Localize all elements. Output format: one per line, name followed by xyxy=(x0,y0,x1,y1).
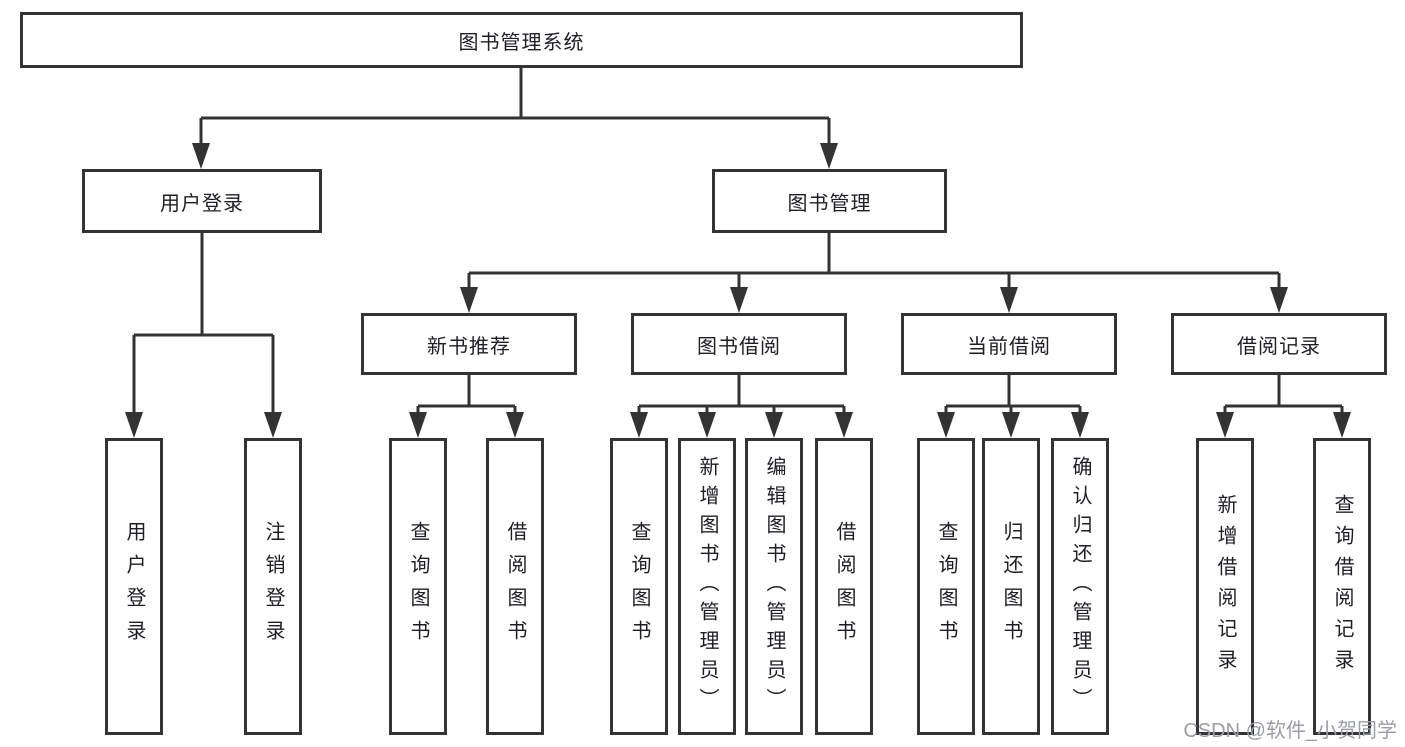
leaf-logout: 注销登录 xyxy=(244,438,302,735)
leaf-record-add: 新增借阅记录 xyxy=(1196,438,1254,735)
leaf-recommend-query-book: 查询图书 xyxy=(389,438,447,735)
node-book-management: 图书管理 xyxy=(712,169,947,233)
leaf-user-login: 用户登录 xyxy=(105,438,163,735)
leaf-recommend-borrow-book: 借阅图书 xyxy=(486,438,544,735)
node-borrow-record: 借阅记录 xyxy=(1171,313,1387,375)
node-new-book-recommend: 新书推荐 xyxy=(361,313,577,375)
leaf-current-query-book: 查询图书 xyxy=(917,438,975,735)
node-root: 图书管理系统 xyxy=(20,12,1023,68)
node-book-borrow: 图书借阅 xyxy=(631,313,847,375)
leaf-borrow-edit-book: 编辑图书（管理员） xyxy=(745,438,803,735)
leaf-current-confirm-return: 确认归还（管理员） xyxy=(1051,438,1109,735)
leaf-record-query: 查询借阅记录 xyxy=(1313,438,1371,735)
leaf-current-return-book: 归还图书 xyxy=(982,438,1040,735)
leaf-borrow-add-book: 新增图书（管理员） xyxy=(678,438,736,735)
csdn-watermark: CSDN @软件_小贺同学 xyxy=(1183,720,1397,742)
node-user-login: 用户登录 xyxy=(82,169,322,233)
node-current-borrow: 当前借阅 xyxy=(901,313,1117,375)
leaf-borrow-query-book: 查询图书 xyxy=(610,438,668,735)
leaf-borrow-borrow-book: 借阅图书 xyxy=(815,438,873,735)
